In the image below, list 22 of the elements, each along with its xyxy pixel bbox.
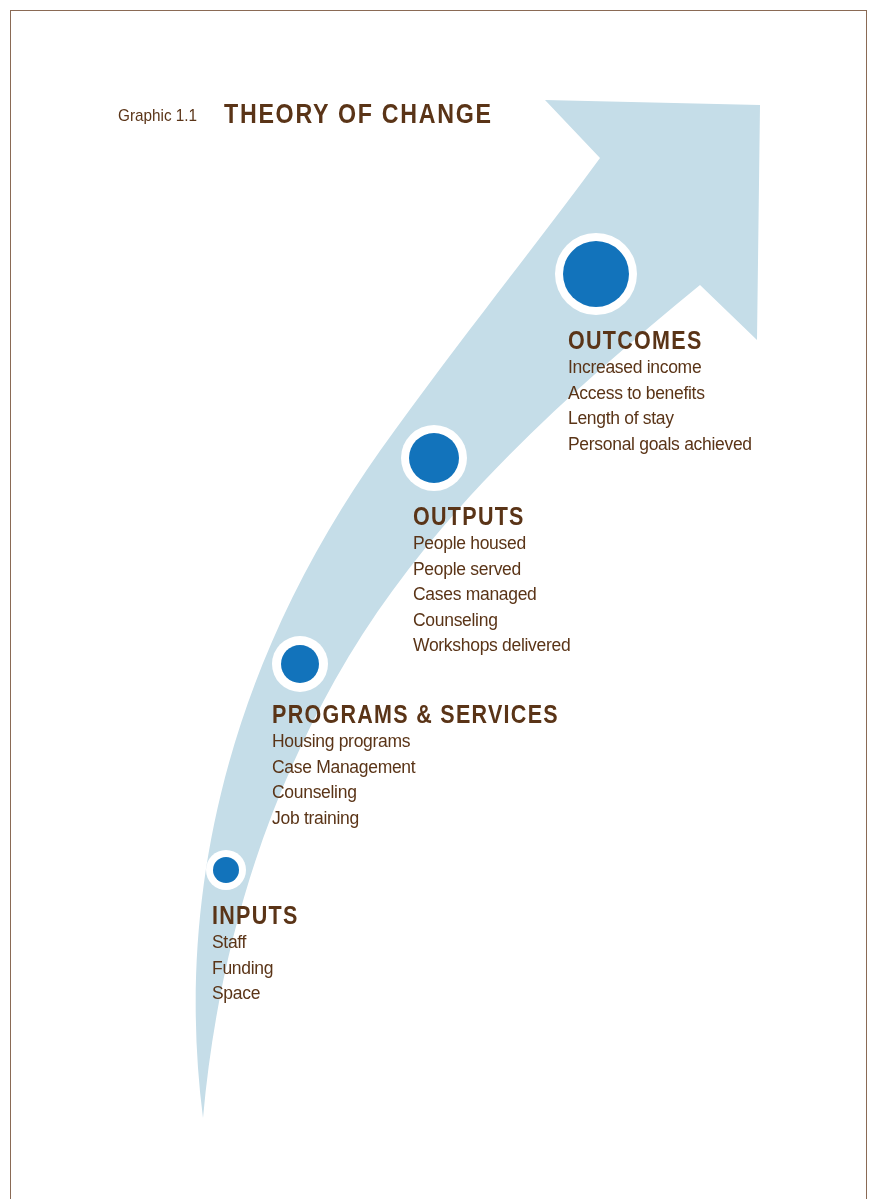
stage-heading: OUTCOMES <box>568 326 704 354</box>
list-item: People housed <box>413 532 527 555</box>
list-item: Job training <box>272 806 360 830</box>
stage-heading: OUTPUTS <box>413 502 526 530</box>
stage-heading: INPUTS <box>212 901 299 929</box>
list-item: Counseling <box>413 608 499 632</box>
list-item: Increased income <box>568 356 703 379</box>
figure-number: Graphic 1.1 <box>118 106 198 126</box>
list-item: Case Management <box>272 755 417 779</box>
list-item: Access to benefits <box>568 381 706 405</box>
list-item: Personal goals achieved <box>568 432 752 456</box>
list-item: Counseling <box>272 781 358 804</box>
list-item: Length of stay <box>568 407 675 430</box>
diagram-title: THEORY OF CHANGE <box>224 99 493 130</box>
list-item: Staff <box>212 931 248 954</box>
list-item: Workshops delivered <box>413 634 571 657</box>
list-item: Space <box>212 982 262 1005</box>
list-item: Housing programs <box>272 730 412 753</box>
list-item: Funding <box>212 956 275 980</box>
list-item: People served <box>413 557 522 581</box>
list-item: Cases managed <box>413 583 538 606</box>
stage-heading: PROGRAMS & SERVICES <box>272 700 559 728</box>
